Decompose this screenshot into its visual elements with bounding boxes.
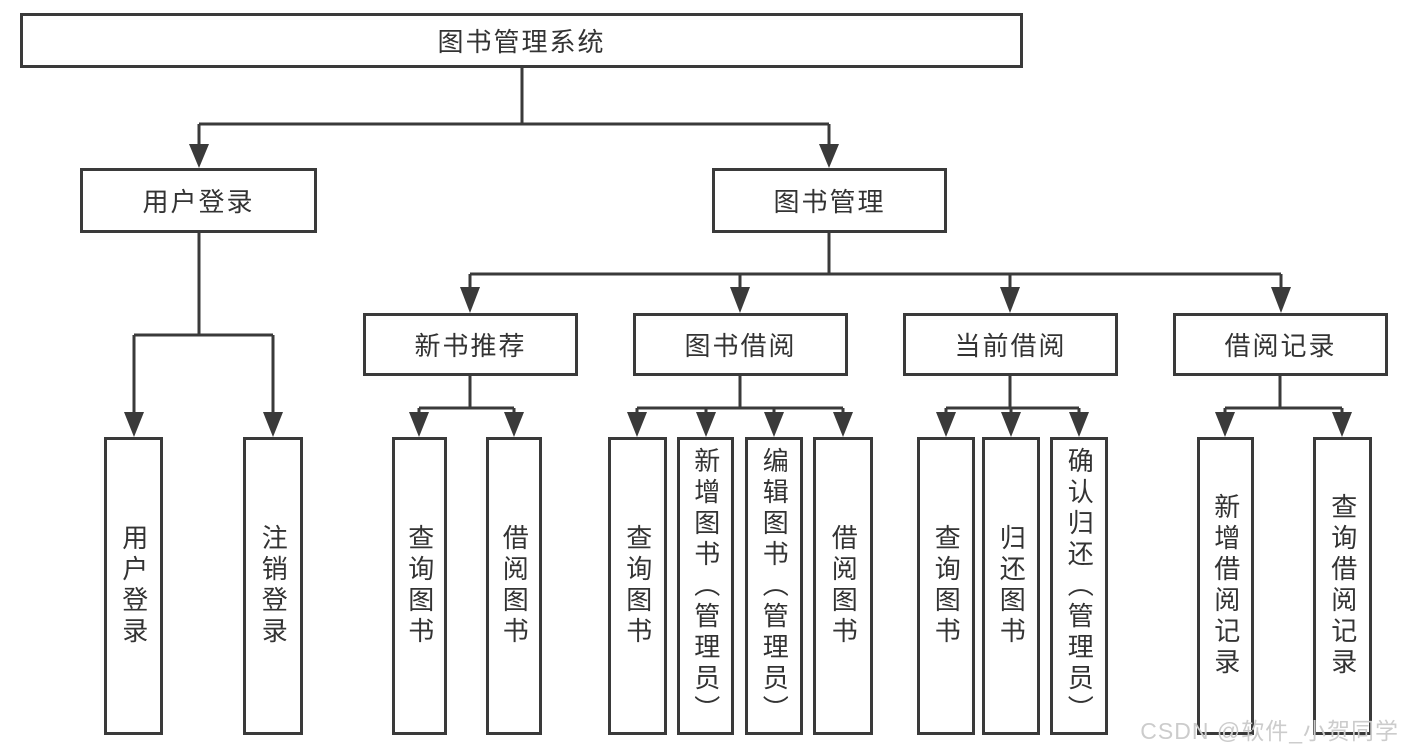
node-bb-borrow-books: 借阅图书	[813, 437, 873, 735]
node-label: 用户登录	[142, 187, 255, 217]
node-nb-query-books: 查询图书	[392, 437, 447, 735]
node-logout-action: 注销登录	[243, 437, 303, 735]
node-label: 新增图书（管理员）	[690, 446, 721, 726]
node-book-borrowing: 图书借阅	[633, 313, 848, 376]
node-label: 编辑图书（管理员）	[759, 446, 790, 726]
node-label: 查询图书	[404, 524, 435, 648]
node-label: 借阅图书	[828, 524, 859, 648]
node-label: 当前借阅	[954, 331, 1067, 361]
node-label: 图书管理	[773, 187, 886, 217]
node-label: 查询图书	[931, 524, 962, 648]
node-label: 用户登录	[118, 524, 149, 648]
node-bb-edit-book-admin: 编辑图书（管理员）	[745, 437, 803, 735]
node-cb-confirm-return-admin: 确认归还（管理员）	[1050, 437, 1108, 735]
node-label: 新书推荐	[414, 331, 527, 361]
node-label: 确认归还（管理员）	[1064, 446, 1095, 726]
node-label: 借阅记录	[1224, 331, 1337, 361]
node-label: 查询借阅记录	[1327, 493, 1358, 679]
node-label: 归还图书	[996, 524, 1027, 648]
node-label: 注销登录	[258, 524, 289, 648]
node-label: 查询图书	[622, 524, 653, 648]
node-cb-query-books: 查询图书	[917, 437, 975, 735]
node-current-borrowing: 当前借阅	[903, 313, 1118, 376]
node-br-add-borrow-record: 新增借阅记录	[1197, 437, 1254, 735]
node-new-book-recommendation: 新书推荐	[363, 313, 578, 376]
node-user-login: 用户登录	[80, 168, 317, 233]
node-nb-borrow-books: 借阅图书	[486, 437, 542, 735]
node-label: 新增借阅记录	[1210, 493, 1241, 679]
node-cb-return-books: 归还图书	[982, 437, 1040, 735]
node-label: 图书借阅	[684, 331, 797, 361]
node-library-management-system: 图书管理系统	[20, 13, 1023, 68]
node-label: 借阅图书	[499, 524, 530, 648]
node-borrowing-records: 借阅记录	[1173, 313, 1388, 376]
node-br-query-borrow-record: 查询借阅记录	[1313, 437, 1372, 735]
node-bb-query-books: 查询图书	[608, 437, 667, 735]
node-user-login-action: 用户登录	[104, 437, 163, 735]
node-bb-add-book-admin: 新增图书（管理员）	[677, 437, 734, 735]
node-book-management: 图书管理	[712, 168, 947, 233]
node-label: 图书管理系统	[437, 27, 606, 57]
